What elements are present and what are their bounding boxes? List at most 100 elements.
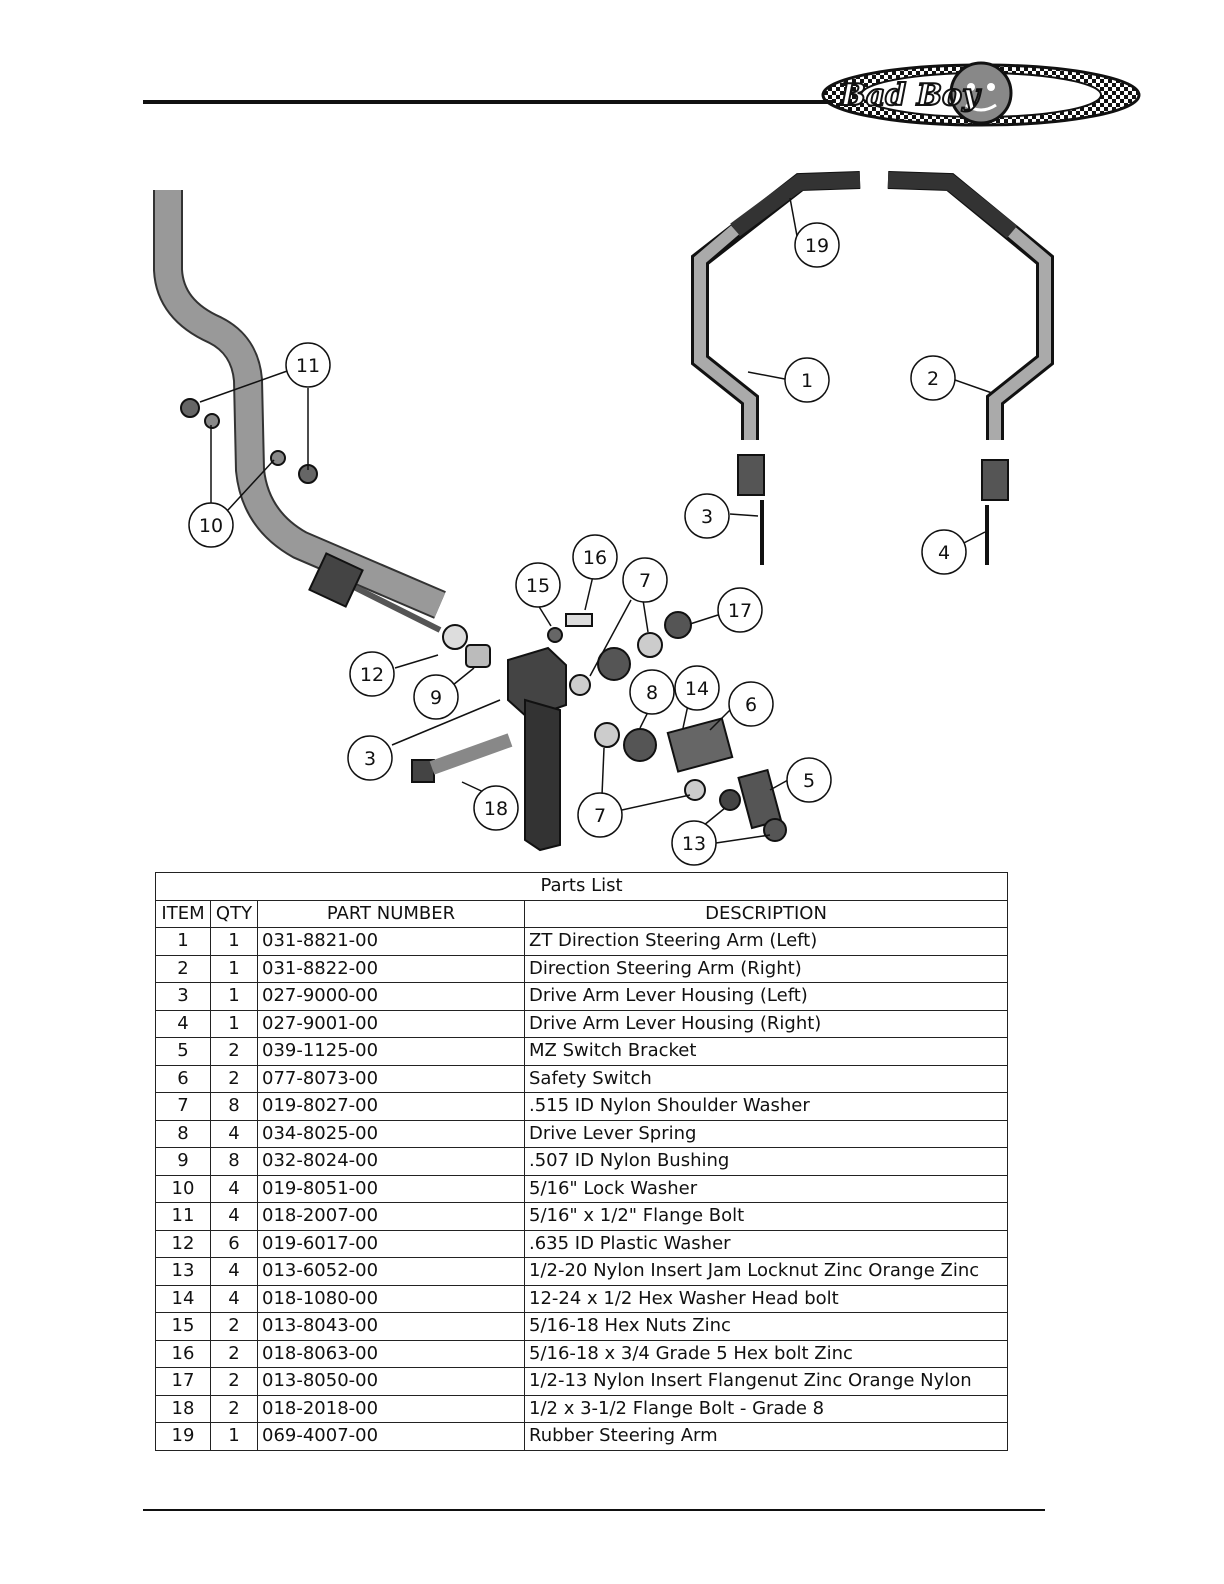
cell-qty: 4	[210, 1202, 258, 1231]
cell-part-number: 018-8063-00	[257, 1339, 525, 1368]
cell-description: ZT Direction Steering Arm (Left)	[524, 927, 1008, 956]
cell-qty: 1	[210, 1422, 258, 1451]
cell-description: Drive Lever Spring	[524, 1119, 1008, 1148]
cell-qty: 8	[210, 1092, 258, 1121]
cell-item: 15	[155, 1312, 211, 1341]
cell-item: 11	[155, 1202, 211, 1231]
cell-item: 16	[155, 1339, 211, 1368]
callout-circle	[671, 820, 717, 866]
cell-item: 4	[155, 1009, 211, 1038]
cell-description: Drive Arm Lever Housing (Right)	[524, 1009, 1008, 1038]
cell-description: 12-24 x 1/2 Hex Washer Head bolt	[524, 1284, 1008, 1313]
cell-qty: 2	[210, 1037, 258, 1066]
cell-part-number: 019-6017-00	[257, 1229, 525, 1258]
cell-qty: 4	[210, 1257, 258, 1286]
cell-item: 7	[155, 1092, 211, 1121]
column-header-qty: QTY	[210, 899, 258, 928]
cell-part-number: 031-8822-00	[257, 954, 525, 983]
callout-label: 7	[594, 805, 606, 827]
cell-qty: 2	[210, 1339, 258, 1368]
callout-circle	[473, 785, 519, 831]
parts-list-title: Parts List	[155, 872, 1008, 901]
callout-circle	[794, 222, 840, 268]
cell-item: 13	[155, 1257, 211, 1286]
cell-item: 9	[155, 1147, 211, 1176]
callout-leaders	[199, 197, 993, 844]
cell-item: 18	[155, 1394, 211, 1423]
cell-description: 5/16" x 1/2" Flange Bolt	[524, 1202, 1008, 1231]
callout-label: 7	[639, 570, 651, 592]
cell-item: 2	[155, 954, 211, 983]
cell-qty: 1	[210, 954, 258, 983]
cell-description: 5/16-18 x 3/4 Grade 5 Hex bolt Zinc	[524, 1339, 1008, 1368]
cell-part-number: 027-9001-00	[257, 1009, 525, 1038]
callout-circle	[684, 493, 730, 539]
callout-circle	[622, 557, 668, 603]
cell-qty: 2	[210, 1394, 258, 1423]
cell-description: 5/16" Lock Washer	[524, 1174, 1008, 1203]
cell-item: 12	[155, 1229, 211, 1258]
callout-label: 17	[728, 600, 752, 622]
cell-item: 1	[155, 927, 211, 956]
cell-part-number: 013-6052-00	[257, 1257, 525, 1286]
callout-label: 1	[801, 370, 813, 392]
callout-circle	[577, 792, 623, 838]
cell-part-number: 013-8043-00	[257, 1312, 525, 1341]
callout-circle	[629, 669, 675, 715]
right-steering-arms-drawing	[691, 171, 1054, 565]
cell-qty: 8	[210, 1147, 258, 1176]
callout-circle	[349, 651, 395, 697]
cell-part-number: 077-8073-00	[257, 1064, 525, 1093]
cell-qty: 1	[210, 1009, 258, 1038]
callout-circle	[515, 562, 561, 608]
cell-item: 8	[155, 1119, 211, 1148]
callout-circle	[728, 681, 774, 727]
callout-circle	[572, 534, 618, 580]
footer-rule	[143, 1509, 1045, 1511]
cell-description: MZ Switch Bracket	[524, 1037, 1008, 1066]
callout-circle	[285, 342, 331, 388]
cell-qty: 1	[210, 982, 258, 1011]
callout-circle	[784, 357, 830, 403]
cell-item: 3	[155, 982, 211, 1011]
cell-item: 6	[155, 1064, 211, 1093]
cell-part-number: 013-8050-00	[257, 1367, 525, 1396]
callout-label: 18	[484, 798, 508, 820]
callout-label: 5	[803, 770, 815, 792]
left-steering-arm-drawing	[153, 190, 446, 633]
parts-list-table: Parts List ITEM QTY PART NUMBER DESCRIPT…	[155, 872, 1008, 1451]
cell-part-number: 069-4007-00	[257, 1422, 525, 1451]
cell-description: Drive Arm Lever Housing (Left)	[524, 982, 1008, 1011]
cell-description: .507 ID Nylon Bushing	[524, 1147, 1008, 1176]
cell-qty: 6	[210, 1229, 258, 1258]
callout-label: 10	[199, 515, 223, 537]
cell-part-number: 039-1125-00	[257, 1037, 525, 1066]
callout-label: 19	[805, 235, 829, 257]
cell-part-number: 019-8051-00	[257, 1174, 525, 1203]
callout-circle	[910, 355, 956, 401]
cell-qty: 2	[210, 1064, 258, 1093]
logo-text: Bad Boy	[839, 78, 982, 113]
callout-circle	[347, 735, 393, 781]
callout-circle	[921, 529, 967, 575]
cell-item: 17	[155, 1367, 211, 1396]
callout-label: 2	[927, 368, 939, 390]
cell-description: Direction Steering Arm (Right)	[524, 954, 1008, 983]
callout-label: 6	[745, 694, 757, 716]
cell-description: 1/2 x 3-1/2 Flange Bolt - Grade 8	[524, 1394, 1008, 1423]
cell-description: Rubber Steering Arm	[524, 1422, 1008, 1451]
cell-qty: 4	[210, 1174, 258, 1203]
